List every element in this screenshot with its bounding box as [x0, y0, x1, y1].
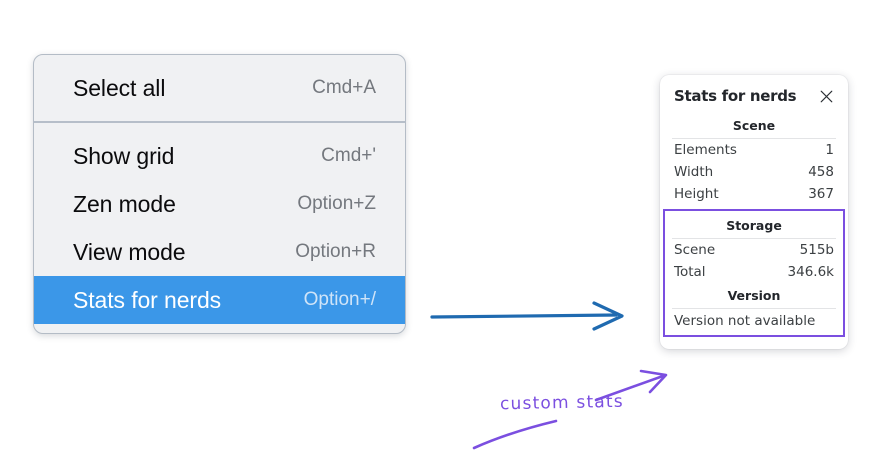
- section-title: Storage: [726, 218, 782, 233]
- menu-item-label: Show grid: [73, 142, 175, 169]
- annotation-label-custom-stats: custom stats: [499, 391, 625, 415]
- menu-item-stats-for-nerds[interactable]: Stats for nerds Option+/: [34, 276, 405, 324]
- stats-panel-header: Stats for nerds: [672, 85, 836, 113]
- stats-row-value: 1: [825, 142, 834, 158]
- menu-item-zen-mode[interactable]: Zen mode Option+Z: [34, 180, 405, 228]
- stats-section-version: Version Version not available: [672, 283, 836, 331]
- stats-panel-title: Stats for nerds: [674, 87, 797, 105]
- section-rule: [672, 308, 836, 309]
- menu-item-shortcut: Option+Z: [297, 193, 376, 214]
- menu-item-view-mode[interactable]: View mode Option+R: [34, 228, 405, 276]
- menu-item-label: Select all: [73, 74, 166, 101]
- context-menu[interactable]: Select all Cmd+A Show grid Cmd+' Zen mod…: [33, 54, 406, 334]
- menu-divider: [34, 121, 405, 123]
- section-title: Version: [727, 288, 781, 303]
- stats-row-label: Width: [674, 164, 714, 180]
- menu-item-shortcut: Cmd+A: [312, 77, 376, 98]
- stats-row-value: 346.6k: [787, 264, 834, 280]
- menu-item-label: Stats for nerds: [73, 286, 222, 313]
- menu-item-shortcut: Cmd+': [321, 145, 376, 166]
- menu-item-shortcut: Option+/: [303, 289, 376, 310]
- stats-row-label: Scene: [674, 242, 716, 258]
- section-rule: [672, 138, 836, 139]
- stats-row: Elements 1: [672, 139, 836, 161]
- stats-for-nerds-panel[interactable]: Stats for nerds Scene Elements 1 Width 4…: [660, 75, 848, 349]
- stats-row-label: Height: [674, 186, 719, 202]
- menu-item-label: Zen mode: [73, 190, 176, 217]
- menu-item-show-grid[interactable]: Show grid Cmd+': [34, 132, 405, 180]
- version-value: Version not available: [674, 313, 816, 329]
- menu-group-view: Show grid Cmd+' Zen mode Option+Z View m…: [34, 123, 405, 324]
- section-title: Scene: [732, 118, 776, 133]
- stats-row: Scene 515b: [672, 239, 836, 261]
- close-icon[interactable]: [819, 89, 834, 104]
- stats-row-value: 367: [808, 186, 834, 202]
- stats-row-value: 458: [808, 164, 834, 180]
- stats-row-label: Total: [674, 264, 706, 280]
- menu-item-shortcut: Option+R: [295, 241, 376, 262]
- menu-item-label: View mode: [73, 238, 186, 265]
- stats-row: Height 367: [672, 183, 836, 205]
- purple-underline-stroke: [472, 419, 558, 450]
- menu-group-selection: Select all Cmd+A: [34, 55, 405, 121]
- stats-row: Width 458: [672, 161, 836, 183]
- blue-arrow-menu-to-panel: [430, 301, 624, 331]
- stats-section-scene: Scene Elements 1 Width 458 Height 367: [672, 113, 836, 205]
- menu-item-select-all[interactable]: Select all Cmd+A: [34, 64, 405, 112]
- stats-section-storage: Storage Scene 515b Total 346.6k: [672, 213, 836, 283]
- section-rule: [672, 238, 836, 239]
- stats-row-value: 515b: [799, 242, 834, 258]
- stats-row-label: Elements: [674, 142, 737, 158]
- stats-row: Total 346.6k: [672, 261, 836, 283]
- custom-stats-highlight-box: Storage Scene 515b Total 346.6k Version …: [663, 209, 845, 337]
